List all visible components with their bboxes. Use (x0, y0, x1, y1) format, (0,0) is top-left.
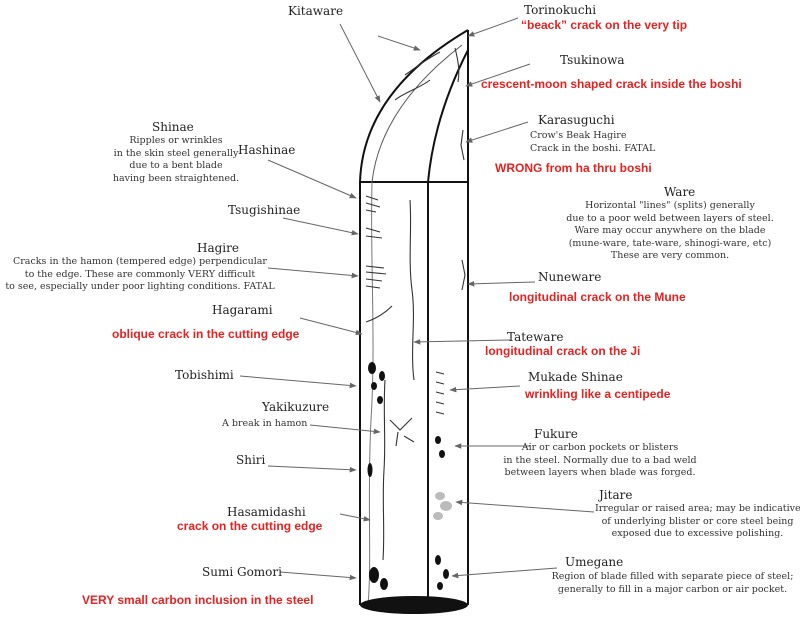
leader-arrows (239, 17, 595, 581)
label-ware: Ware (664, 185, 696, 199)
label-hagarami: Hagarami (212, 303, 273, 317)
label-sumi-gomori: Sumi Gomori (202, 565, 282, 579)
label-yakikuzure: Yakikuzure (262, 400, 330, 414)
hamon-line (367, 181, 374, 606)
crack-marks (365, 47, 466, 561)
desc-umegane: Region of blade filled with separate pie… (551, 571, 794, 595)
label-tsukinowa: Tsukinowa (560, 53, 625, 67)
desc-karasuguchi: Crow's Beak Hagire Crack in the boshi. F… (530, 130, 656, 154)
desc-yakikuzure: A break in hamon (222, 418, 308, 429)
label-hashinae: Hashinae (238, 143, 296, 157)
label-fukure: Fukure (534, 427, 578, 441)
note-tsukinowa: crescent-moon shaped crack inside the bo… (481, 77, 742, 91)
note-hagarami: oblique crack in the cutting edge (112, 327, 300, 341)
label-jitare: Jitare (599, 488, 633, 502)
jitare-patch (433, 492, 452, 520)
label-hasamidashi: Hasamidashi (227, 505, 306, 519)
label-tobishimi: Tobishimi (175, 368, 234, 382)
label-umegane: Umegane (565, 555, 624, 569)
label-shiri: Shiri (236, 453, 266, 467)
boshi-line (371, 44, 463, 183)
desc-hagire: Cracks in the hamon (tempered edge) perp… (5, 256, 275, 292)
note-torinokuchi: “beack” crack on the very tip (521, 18, 688, 32)
desc-fukure: Air or carbon pockets or blisters in the… (503, 442, 697, 478)
desc-ware: Horizontal "lines" (splits) generally du… (566, 200, 774, 261)
label-mukade-shinae: Mukade Shinae (528, 370, 623, 384)
note-mukade-shinae: wrinkling like a centipede (525, 387, 671, 401)
label-tsugishinae: Tsugishinae (228, 203, 301, 217)
label-kitaware: Kitaware (288, 4, 344, 18)
note-sumi-gomori: VERY small carbon inclusion in the steel (82, 593, 314, 607)
label-nuneware: Nuneware (538, 270, 602, 284)
note-karasuguchi: WRONG from ha thru boshi (495, 161, 652, 175)
label-shinae: Shinae (152, 120, 194, 134)
desc-shinae: Ripples or wrinkles in the skin steel ge… (112, 135, 240, 184)
blade-butt (360, 596, 468, 614)
label-karasuguchi: Karasuguchi (538, 113, 615, 127)
label-hagire: Hagire (197, 241, 239, 255)
note-nuneware: longitudinal crack on the Mune (509, 290, 686, 304)
inclusion-marks (367, 362, 449, 590)
label-tateware: Tateware (507, 330, 564, 344)
note-hasamidashi: crack on the cutting edge (177, 519, 323, 533)
desc-jitare: Irregular or raised area; may be indicat… (595, 503, 800, 539)
label-torinokuchi: Torinokuchi (524, 3, 597, 17)
note-tateware: longitudinal crack on the Ji (485, 344, 641, 358)
